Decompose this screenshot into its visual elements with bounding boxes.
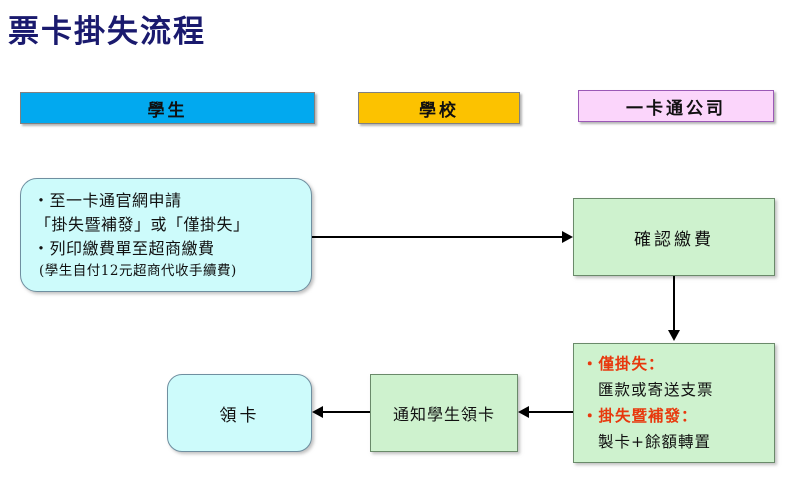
page-title: 票卡掛失流程: [8, 14, 206, 50]
node-result-line-3: ‧掛失暨補發：: [582, 406, 698, 425]
node-apply-line-4: (學生自付12元超商代收手續費): [39, 262, 237, 279]
node-result-line-1: ‧僅掛失：: [582, 354, 665, 373]
node-notify-student: 通知學生領卡: [370, 374, 518, 452]
node-apply-line-3: ‧列印繳費單至超商繳費: [33, 238, 215, 258]
arrow-apply-to-confirm-head: [562, 231, 573, 243]
arrow-confirm-to-result-line: [673, 276, 675, 332]
node-result-handling: ‧僅掛失： 匯款或寄送支票 ‧掛失暨補發： 製卡+餘額轉置: [573, 343, 775, 463]
column-header-school: 學校: [358, 92, 520, 124]
column-header-company: 一卡通公司: [578, 90, 774, 122]
node-result-line-2: 匯款或寄送支票: [598, 381, 714, 399]
arrow-notify-to-collect-line: [323, 411, 370, 413]
arrow-notify-to-collect-head: [312, 406, 323, 418]
node-confirm-payment-label: 確認繳費: [634, 229, 714, 250]
arrow-apply-to-confirm-line: [312, 236, 564, 238]
column-header-company-label: 一卡通公司: [626, 98, 726, 119]
column-header-school-label: 學校: [419, 100, 459, 121]
node-confirm-payment: 確認繳費: [573, 198, 775, 276]
column-header-student: 學生: [20, 92, 315, 124]
node-result-line-4: 製卡+餘額轉置: [598, 433, 711, 451]
node-apply-line-2: 「掛失暨補發」或「僅掛失」: [35, 214, 250, 234]
column-header-student-label: 學生: [147, 100, 188, 121]
arrow-result-to-notify-line: [529, 411, 573, 413]
node-apply-line-1: ‧至一卡通官網申請: [33, 190, 182, 210]
node-collect-card-label: 領卡: [219, 405, 260, 426]
node-notify-student-label: 通知學生領卡: [392, 405, 495, 424]
node-apply-online: ‧至一卡通官網申請 「掛失暨補發」或「僅掛失」 ‧列印繳費單至超商繳費 (學生自…: [20, 178, 312, 292]
arrow-confirm-to-result-head: [668, 330, 680, 341]
arrow-result-to-notify-head: [518, 406, 529, 418]
node-collect-card: 領卡: [167, 374, 312, 452]
